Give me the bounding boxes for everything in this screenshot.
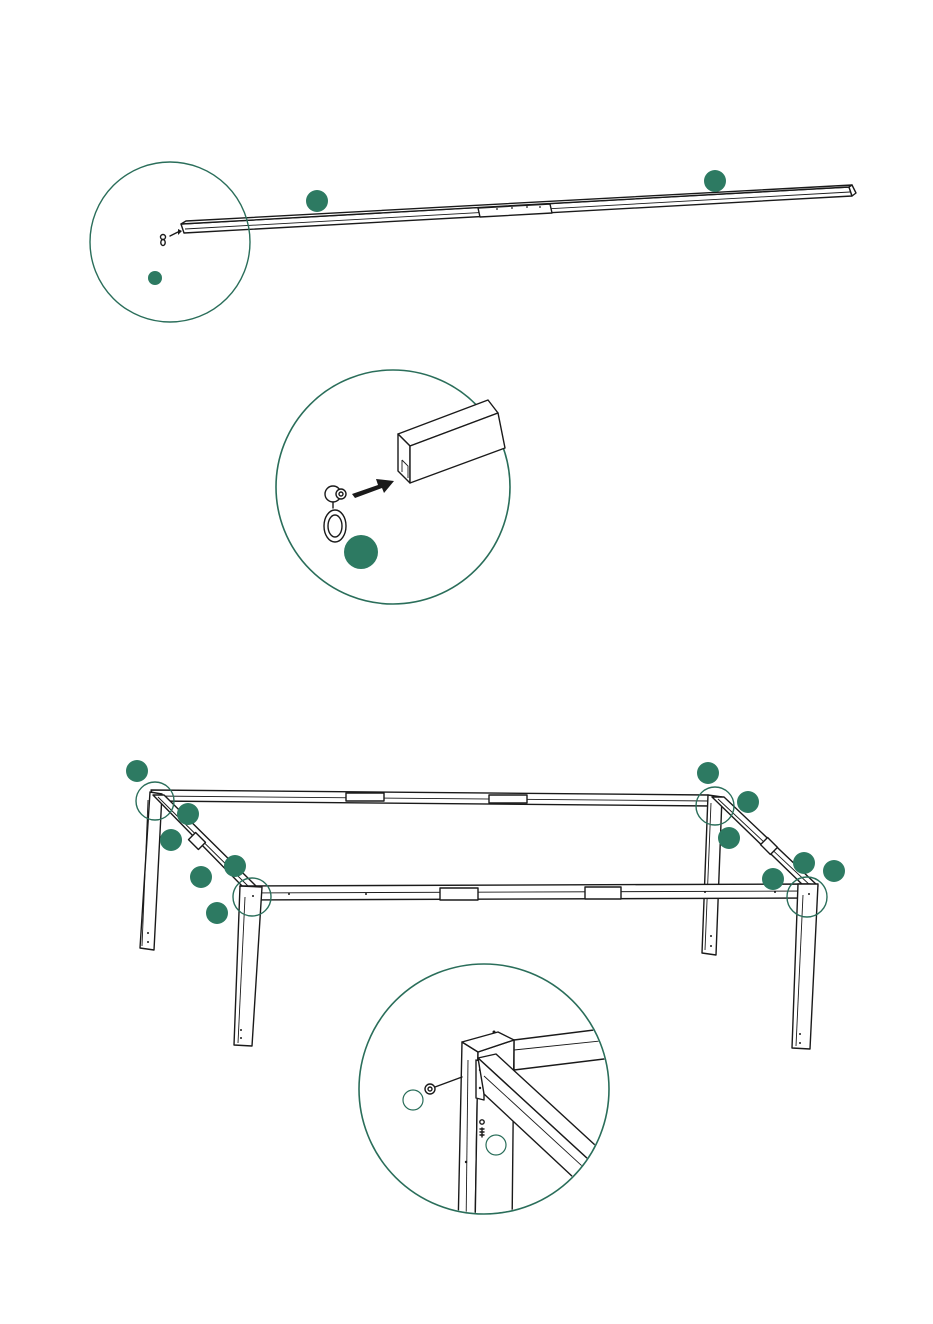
long-beam: [181, 185, 856, 233]
back-right-leg: [702, 795, 722, 955]
front-right-leg: [792, 884, 818, 1049]
part-marker: [190, 866, 212, 888]
part-marker: [126, 760, 148, 782]
part-marker-hook-detail: [344, 535, 378, 569]
part-marker: [697, 762, 719, 784]
part-marker: [718, 827, 740, 849]
eye-hook-small: [161, 229, 183, 246]
part-marker-beam: [306, 190, 328, 212]
part-marker: [177, 803, 199, 825]
part-marker: [737, 791, 759, 813]
back-rail: [151, 790, 712, 806]
part-marker: [793, 852, 815, 874]
detail-circle-beam-end: [90, 162, 250, 322]
part-marker: [206, 902, 228, 924]
front-rail: [240, 884, 812, 900]
step-1: [90, 162, 856, 604]
part-marker-beam: [704, 170, 726, 192]
part-marker-screw: [486, 1135, 506, 1155]
part-marker: [224, 855, 246, 877]
part-marker: [160, 829, 182, 851]
part-marker-hook: [148, 271, 162, 285]
detail-view-eye-hook: [276, 370, 510, 604]
step-2: [126, 760, 845, 1230]
part-marker: [823, 860, 845, 882]
detail-view-corner: [359, 964, 620, 1230]
part-marker-bolt: [403, 1090, 423, 1110]
part-marker: [762, 868, 784, 890]
